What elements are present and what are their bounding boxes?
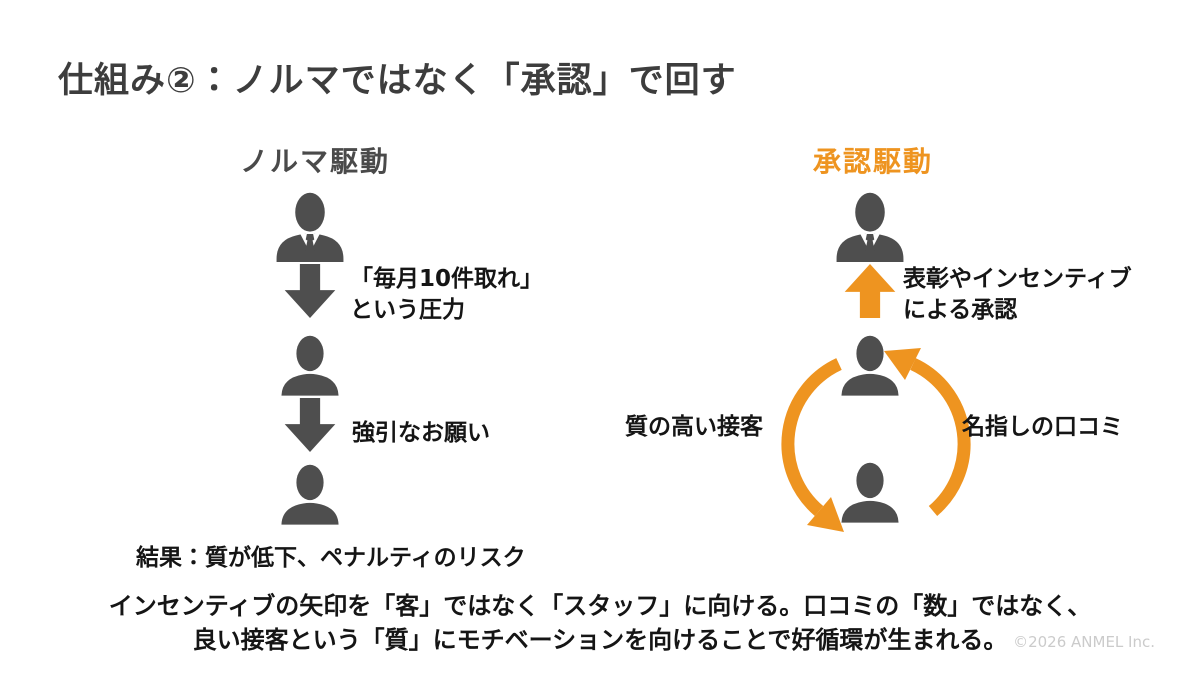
quota-flow-heading: ノルマ駆動 [240,145,391,178]
summary-line1: インセンティブの矢印を「客」ではなく「スタッフ」に向ける。口コミの「数」ではなく… [108,592,1092,620]
approval-manager-icon [831,192,909,262]
down-arrow-icon [284,264,336,318]
copyright-text: ©2026 ANMEL Inc. [1013,633,1155,651]
up-arrow-icon [844,264,896,318]
summary-text: インセンティブの矢印を「客」ではなく「スタッフ」に向ける。口コミの「数」ではなく… [0,589,1200,657]
person-icon [281,464,339,525]
person-icon [841,462,899,523]
down-arrow-icon [284,398,336,452]
quota-staff-icon [276,332,344,398]
approval-recognition-label: 表彰やインセンティブ による承認 [903,264,1132,326]
quota-manager-icon [271,192,349,262]
quota-pressure-label-line1: 「毎月10件取れ」 [350,266,544,292]
approval-staff-icon [836,332,904,398]
quota-push-label: 強引なお願い [352,420,490,446]
word-of-mouth-label: 名指しの口コミ [962,414,1123,440]
quota-down-arrow-icon-2 [284,398,336,452]
approval-up-arrow-icon [844,264,896,318]
quota-down-arrow-icon-1 [284,264,336,318]
quota-result-text: 結果：質が低下、ペナルティのリスク [136,545,526,571]
quota-pressure-label: 「毎月10件取れ」 という圧力 [350,264,543,326]
businessman-icon [276,192,344,262]
approval-flow-heading: 承認駆動 [813,145,934,178]
person-icon [841,335,899,396]
summary-line2: 良い接客という「質」にモチベーションを向けることで好循環が生まれる。 [192,626,1008,654]
cycle-arrows-icon [781,348,971,532]
cycle-arrows-icon [766,344,986,544]
approval-recognition-label-line2: による承認 [903,297,1018,323]
approval-customer-icon [836,459,904,525]
quota-pressure-label-line2: という圧力 [350,297,465,323]
approval-recognition-label-line1: 表彰やインセンティブ [903,266,1132,292]
businessman-icon [836,192,904,262]
page-title: 仕組み②：ノルマではなく「承認」で回す [58,61,737,101]
service-quality-label: 質の高い接客 [625,414,763,440]
quota-customer-icon [276,461,344,527]
person-icon [281,335,339,396]
